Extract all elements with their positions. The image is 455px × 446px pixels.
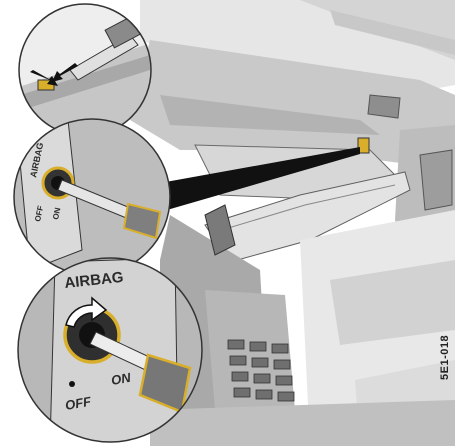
on-label: ON [51, 207, 62, 221]
figure-code: 5E1-018 [439, 334, 451, 380]
inset-switch-turn: AIRBAG OFF ON [17, 257, 203, 443]
airbag-label-large: AIRBAG [64, 269, 125, 292]
inset-switch-on: AIRBAG OFF ON [13, 118, 171, 276]
rotate-arrow-icon [65, 296, 108, 328]
inset-key-insertion [18, 3, 152, 137]
off-label-large: OFF [64, 393, 93, 412]
on-label-large: ON [110, 370, 132, 388]
off-label: OFF [33, 205, 45, 223]
console-buttons [227, 339, 295, 402]
switch-location-marker [357, 137, 370, 154]
callout-pointer [160, 147, 360, 212]
